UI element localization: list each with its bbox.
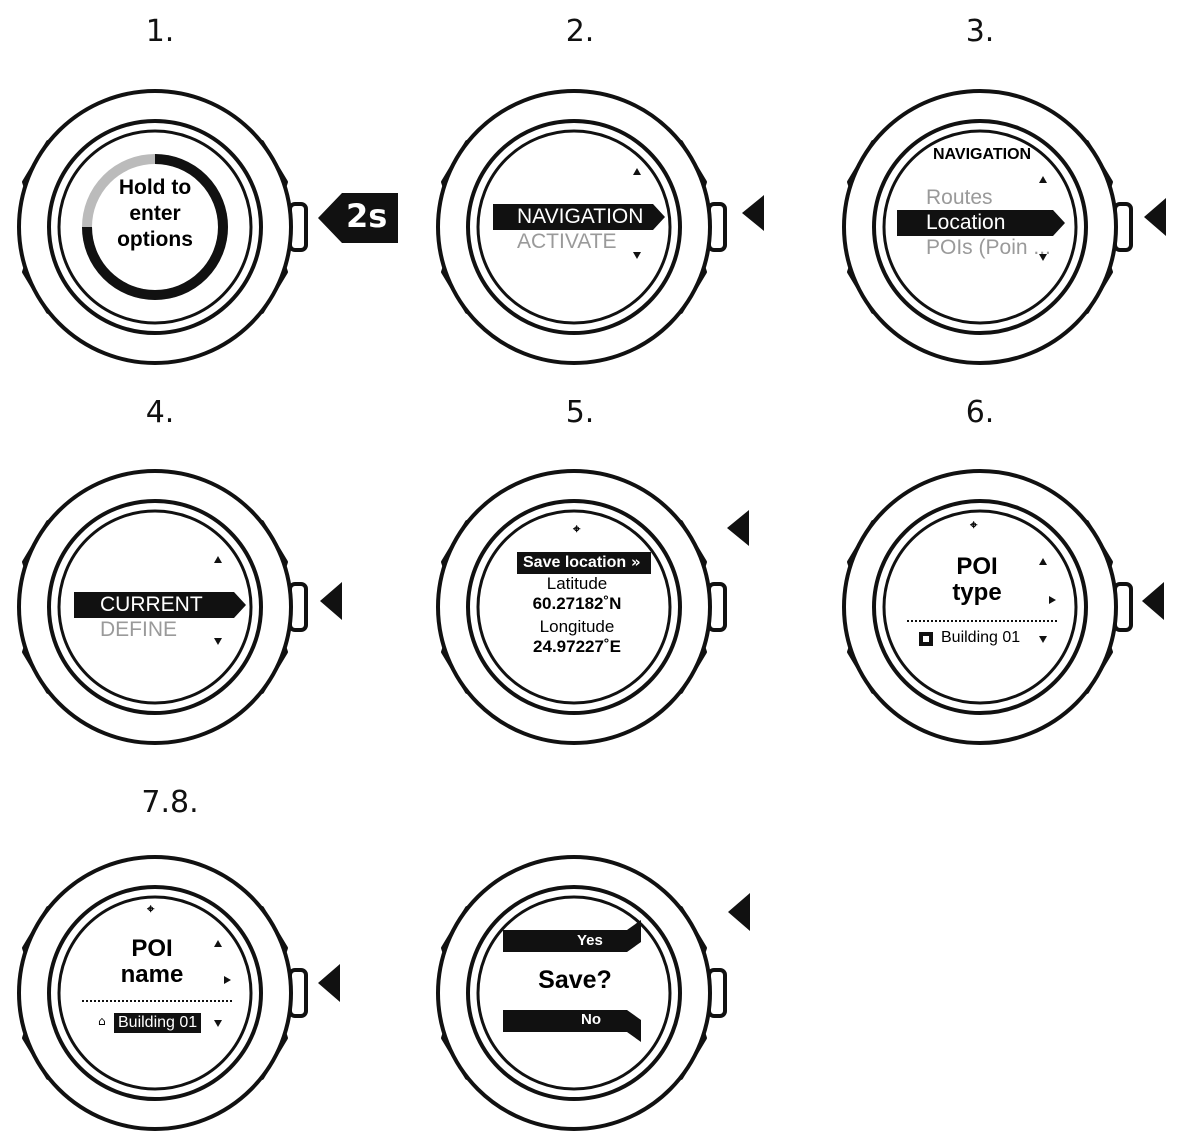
menu-item-selected: Location	[897, 210, 1053, 236]
building-icon: ⌂	[98, 1014, 106, 1028]
double-chevron-icon: »	[631, 553, 641, 571]
watch-outline-icon	[17, 855, 308, 1131]
latitude-value: 60.27182˚N	[532, 594, 622, 613]
watch-6: ⌖ POI type Building 01	[833, 452, 1143, 762]
hold-text-line-2: enter	[129, 202, 181, 225]
watch-7: ⌖ POI name ⌂ Building 01	[8, 838, 318, 1148]
menu-item-next: DEFINE	[100, 618, 178, 641]
yes-no-bars-icon	[503, 920, 641, 1042]
save-question: Save?	[538, 966, 612, 994]
progress-ring-icon	[82, 154, 228, 300]
scroll-up-icon	[633, 168, 641, 175]
hold-text-line-1: Hold to	[118, 176, 192, 199]
step-number-1: 1.	[145, 14, 175, 49]
building-icon	[919, 632, 933, 646]
select-arrow-icon	[1049, 596, 1056, 604]
menu-item-selected: NAVIGATION	[493, 204, 653, 230]
scroll-up-icon	[214, 940, 222, 947]
button-press-arrow-icon	[728, 893, 750, 931]
watch-outline-icon	[436, 469, 727, 745]
select-arrow-icon	[1053, 210, 1065, 236]
button-press-arrow-icon	[1142, 582, 1164, 620]
step-number-4: 4.	[145, 395, 175, 430]
scroll-down-icon	[1039, 254, 1047, 261]
latitude-label: Latitude	[546, 574, 608, 593]
scroll-down-icon	[214, 1020, 222, 1027]
scroll-down-icon	[633, 252, 641, 259]
watch-outline-icon	[842, 469, 1133, 745]
watch-outline-icon	[17, 89, 308, 365]
no-option: No	[581, 1011, 601, 1028]
save-location-item: Save location	[517, 552, 651, 574]
gps-satellite-icon: ⌖	[147, 902, 155, 917]
dotted-divider	[907, 620, 1057, 622]
scroll-down-icon	[1039, 636, 1047, 643]
longitude-value: 24.97227˚E	[533, 637, 621, 656]
menu-item-selected: CURRENT	[74, 592, 234, 618]
poi-type-value: Building 01	[941, 629, 1021, 646]
gps-satellite-icon: ⌖	[970, 518, 978, 533]
watch-4: CURRENT DEFINE	[8, 452, 318, 762]
select-arrow-icon	[224, 976, 231, 984]
menu-header: NAVIGATION	[933, 146, 1032, 163]
watch-3: NAVIGATION Routes Location POIs (Poin ..…	[833, 72, 1143, 382]
step-number-3: 3.	[965, 14, 995, 49]
menu-item-next: ACTIVATE	[517, 230, 617, 253]
yes-option: Yes	[577, 932, 603, 949]
scroll-down-icon	[214, 638, 222, 645]
poi-name-title-2: name	[120, 961, 184, 988]
step-number-5: 5.	[565, 395, 595, 430]
scroll-up-icon	[214, 556, 222, 563]
scroll-up-icon	[1039, 176, 1047, 183]
watch-outline-icon	[436, 855, 727, 1131]
button-press-arrow-icon	[318, 193, 398, 243]
watch-2: NAVIGATION ACTIVATE	[427, 72, 737, 382]
watch-5: ⌖ Save location » Latitude 60.27182˚N Lo…	[427, 452, 737, 762]
poi-type-title-1: POI	[956, 553, 998, 580]
dotted-divider	[82, 1000, 232, 1002]
hold-2s-badge: 2s	[318, 193, 398, 243]
step-number-7-8: 7.8.	[141, 785, 199, 820]
step-number-6: 6.	[965, 395, 995, 430]
button-press-arrow-icon	[1144, 198, 1166, 236]
longitude-label: Longitude	[539, 617, 615, 636]
menu-item-next: POIs (Poin ...	[926, 236, 1051, 259]
gps-satellite-icon: ⌖	[573, 522, 581, 537]
button-press-arrow-icon	[318, 964, 340, 1002]
hold-duration-label: 2s	[346, 197, 388, 235]
poi-type-title-2: type	[952, 579, 1002, 606]
hold-text-line-3: options	[117, 228, 193, 251]
menu-item-prev: Routes	[926, 186, 993, 209]
select-arrow-icon	[653, 204, 665, 230]
button-press-arrow-icon	[742, 195, 764, 231]
scroll-up-icon	[1039, 558, 1047, 565]
select-arrow-icon	[234, 592, 246, 618]
poi-name-value: Building 01	[114, 1013, 202, 1033]
button-press-arrow-icon	[320, 582, 342, 620]
step-number-2: 2.	[565, 14, 595, 49]
watch-8: Yes Save? No	[427, 838, 737, 1148]
poi-name-title-1: POI	[131, 935, 173, 962]
button-press-arrow-icon	[727, 510, 749, 546]
watch-1: Hold to enter options	[8, 72, 318, 382]
